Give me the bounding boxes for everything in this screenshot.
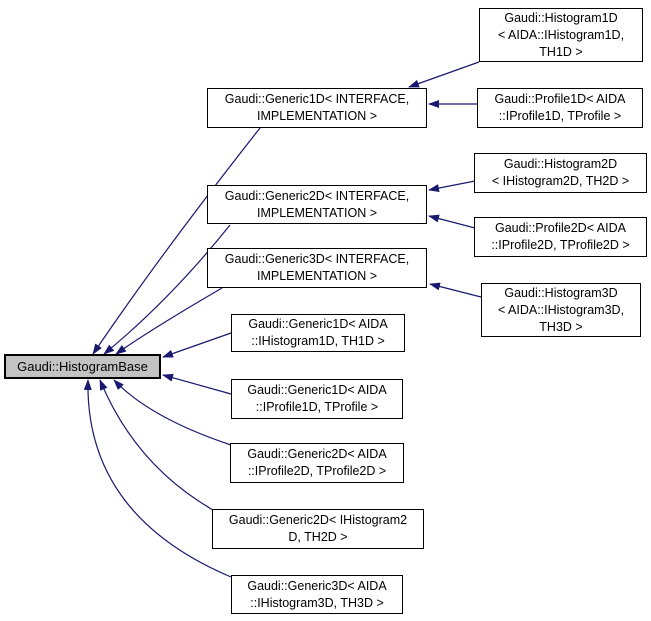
edge-generic2d-to-histogrambase (103, 224, 231, 355)
class-node-generic2d-ihistogram2d[interactable]: Gaudi::Generic2D< IHistogram2 D, TH2D > (212, 509, 424, 549)
edge-generic3d-hist3d-to-histogrambase (83, 379, 232, 578)
class-node-histogram1d[interactable]: Gaudi::Histogram1D < AIDA::IHistogram1D,… (479, 8, 643, 62)
class-node-generic1d-ihistogram1d[interactable]: Gaudi::Generic1D< AIDA ::IHistogram1D, T… (231, 314, 405, 352)
class-node-profile2d[interactable]: Gaudi::Profile2D< AIDA ::IProfile2D, TPr… (474, 217, 647, 257)
edge-generic3d-to-histogrambase (115, 287, 223, 355)
edge-generic1d-hist1d-to-histogrambase (162, 332, 232, 358)
class-node-generic3d-ihistogram3d[interactable]: Gaudi::Generic3D< AIDA ::IHistogram3D, T… (231, 575, 403, 614)
class-node-generic2d-iprofile2d[interactable]: Gaudi::Generic2D< AIDA ::IProfile2D, TPr… (230, 443, 404, 483)
edge-generic1d-to-histogrambase (92, 127, 261, 355)
edge-generic2d-hist2d-to-histogrambase (99, 379, 214, 511)
edge-histogram1d-to-generic1d (408, 61, 480, 88)
edge-histogram3d-to-generic3d (429, 282, 482, 298)
class-node-histogram2d[interactable]: Gaudi::Histogram2D < IHistogram2D, TH2D … (474, 153, 647, 193)
edge-histogram2d-to-generic2d (428, 180, 476, 193)
class-node-histogram-base[interactable]: Gaudi::HistogramBase (4, 354, 161, 379)
edge-generic1d-prof1d-to-histogrambase (162, 373, 232, 395)
class-node-generic1d-iprofile1d[interactable]: Gaudi::Generic1D< AIDA ::IProfile1D, TPr… (231, 379, 403, 419)
class-node-generic1d-template[interactable]: Gaudi::Generic1D< INTERFACE, IMPLEMENTAT… (207, 88, 427, 128)
class-node-generic3d-template[interactable]: Gaudi::Generic3D< INTERFACE, IMPLEMENTAT… (207, 248, 427, 288)
class-node-histogram3d[interactable]: Gaudi::Histogram3D < AIDA::IHistogram3D,… (481, 283, 641, 337)
class-node-profile1d[interactable]: Gaudi::Profile1D< AIDA ::IProfile1D, TPr… (477, 88, 643, 128)
edge-profile2d-to-generic2d (428, 214, 476, 229)
class-node-generic2d-template[interactable]: Gaudi::Generic2D< INTERFACE, IMPLEMENTAT… (207, 185, 427, 224)
edge-generic2d-prof2d-to-histogrambase (113, 379, 232, 446)
